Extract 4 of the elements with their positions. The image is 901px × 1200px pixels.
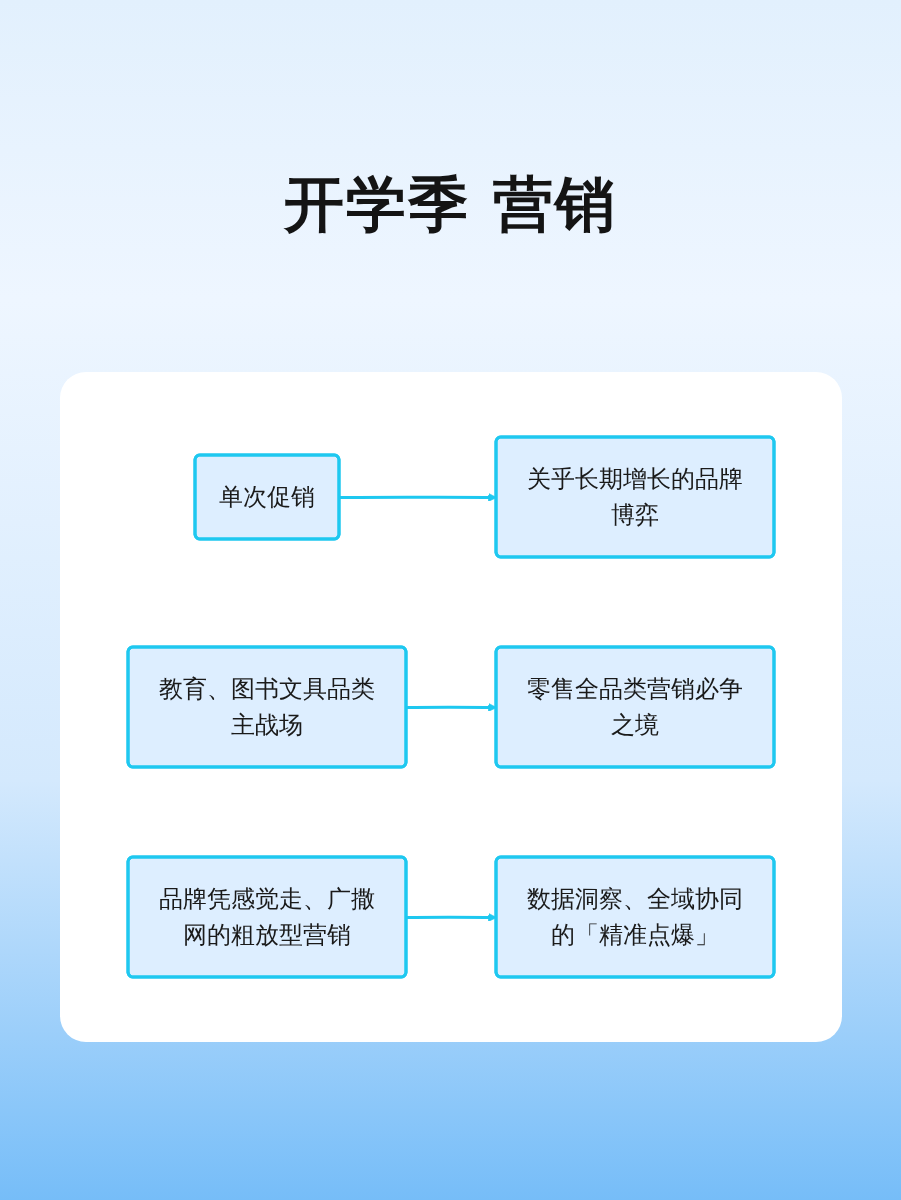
arrow — [406, 913, 497, 922]
title: 开学季 营销 — [283, 168, 618, 241]
arrow — [339, 493, 497, 502]
arrow — [406, 703, 497, 712]
